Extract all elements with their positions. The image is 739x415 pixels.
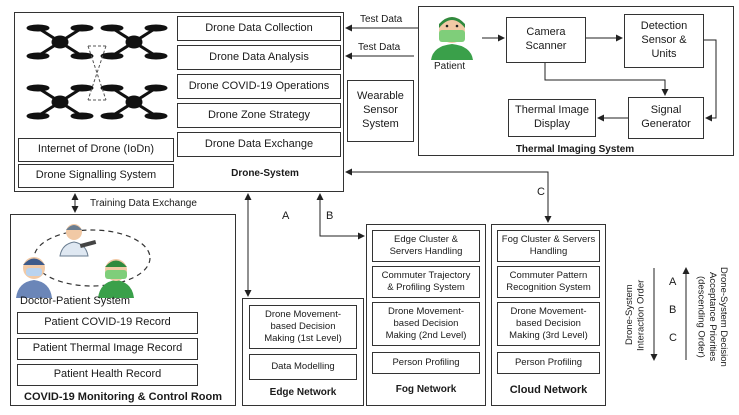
letter-b: B [326,210,334,222]
fog-item-0: Edge Cluster & Servers Handling [372,230,480,262]
patient-figure-right [98,259,134,298]
record-0: Patient COVID-19 Record [17,312,198,334]
drone-right-item-4: Drone Data Exchange [177,132,341,157]
cloud-item-3: Person Profiling [497,352,600,374]
record-1: Patient Thermal Image Record [17,338,198,360]
drone-right-item-3: Drone Zone Strategy [177,103,341,128]
cloud-item-2: Drone Movement- based Decision Making (3… [497,302,600,346]
edge-network-title: Edge Network [269,387,337,398]
letter-c: C [537,186,545,198]
test-data-label-2: Test Data [358,42,401,53]
patient-label: Patient [434,61,466,72]
legend-interaction-order: Drone-System Interaction Order [624,279,647,351]
doctor-patient-icon [16,224,151,298]
test-data-label-1: Test Data [360,14,403,25]
letter-a: A [282,210,290,222]
drone-right-item-1: Drone Data Analysis [177,45,341,70]
doctor-patient-label: Doctor-Patient System [20,295,131,307]
legend-letter-b: B [669,304,677,316]
legend-letter-a: A [669,276,677,288]
drone-right-item-2: Drone COVID-19 Operations [177,74,341,99]
drone-left-item-0: Internet of Drone (IoDn) [18,138,174,162]
drone-right-item-0: Drone Data Collection [177,16,341,41]
signal-generator-box: Signal Generator [628,97,704,139]
legend-letter-c: C [669,332,677,344]
thermal-imaging-title: Thermal Imaging System [515,144,635,155]
cloud-network-title: Cloud Network [509,384,588,396]
thermal-display-box: Thermal Image Display [508,99,596,137]
fog-item-2: Drone Movement- based Decision Making (2… [372,302,480,346]
drone-3 [26,84,94,120]
doctor-patient-illustration [14,218,164,298]
training-data-label: Training Data Exchange [90,198,197,209]
drone-illustration [22,16,172,134]
patient-icon [431,17,473,60]
wearable-sensor-box: Wearable Sensor System [347,80,414,142]
cloud-item-1: Commuter Pattern Recognition System [497,266,600,298]
patient-figure-left [16,257,52,298]
drone-system-box [14,12,344,192]
fog-item-1: Commuter Trajectory & Profiling System [372,266,480,298]
camera-scanner-box: Camera Scanner [506,17,586,63]
detection-sensor-box: Detection Sensor & Units [624,14,704,68]
edge-item-1: Data Modelling [249,354,357,380]
cloud-item-0: Fog Cluster & Servers Handling [497,230,600,262]
drone-system-title: Drone-System [231,168,299,179]
control-room-title: COVID-19 Monitoring & Control Room [24,391,222,403]
record-2: Patient Health Record [17,364,198,386]
fog-item-3: Person Profiling [372,352,480,374]
drones-icon [26,24,168,120]
drone-2 [100,24,168,60]
fog-network-title: Fog Network [395,384,457,395]
drone-4 [100,84,168,120]
patient-figure [425,12,479,60]
drone-1 [26,24,94,60]
arrow-c-cloud [346,171,552,223]
edge-item-0: Drone Movement- based Decision Making (1… [249,305,357,349]
doctor-figure [59,224,97,257]
legend-decision-priorities: Drone-System Decision Acceptance Priorit… [695,267,730,367]
drone-left-item-1: Drone Signalling System [18,164,174,188]
